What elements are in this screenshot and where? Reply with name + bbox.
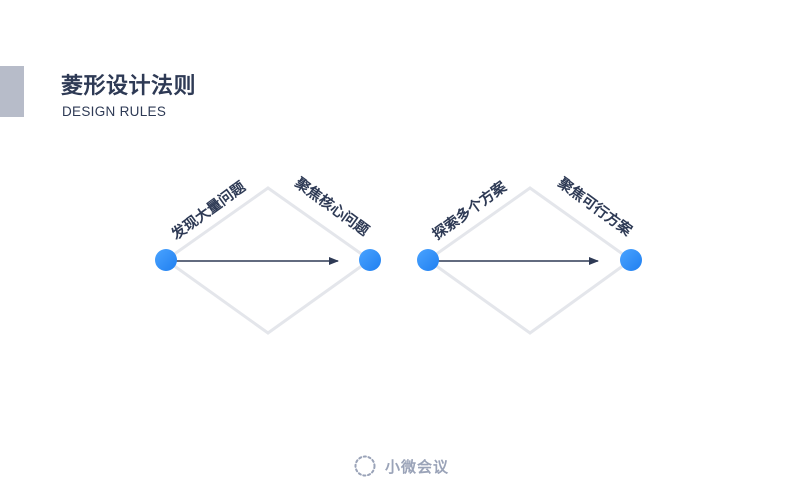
diamond-1-right-label: 聚焦核心问题 — [291, 173, 373, 240]
brand-logo-icon — [354, 455, 376, 477]
header-accent-bar — [0, 66, 24, 117]
page-subtitle: DESIGN RULES — [62, 104, 167, 119]
diamond-1: 发现大量问题 聚焦核心问题 — [155, 173, 381, 335]
diamond-2-right-label: 聚焦可行方案 — [554, 173, 636, 240]
diamond-2-right-node — [620, 249, 642, 271]
page-title: 菱形设计法则 — [61, 74, 197, 99]
footer-brand-name: 小微会议 — [385, 457, 450, 476]
diamond-1-right-node — [359, 249, 381, 271]
diamond-1-left-node — [155, 249, 177, 271]
diamond-2: 探索多个方案 聚焦可行方案 — [417, 173, 642, 335]
footer-brand: 小微会议 — [353, 453, 449, 479]
diamond-2-left-node — [417, 249, 439, 271]
